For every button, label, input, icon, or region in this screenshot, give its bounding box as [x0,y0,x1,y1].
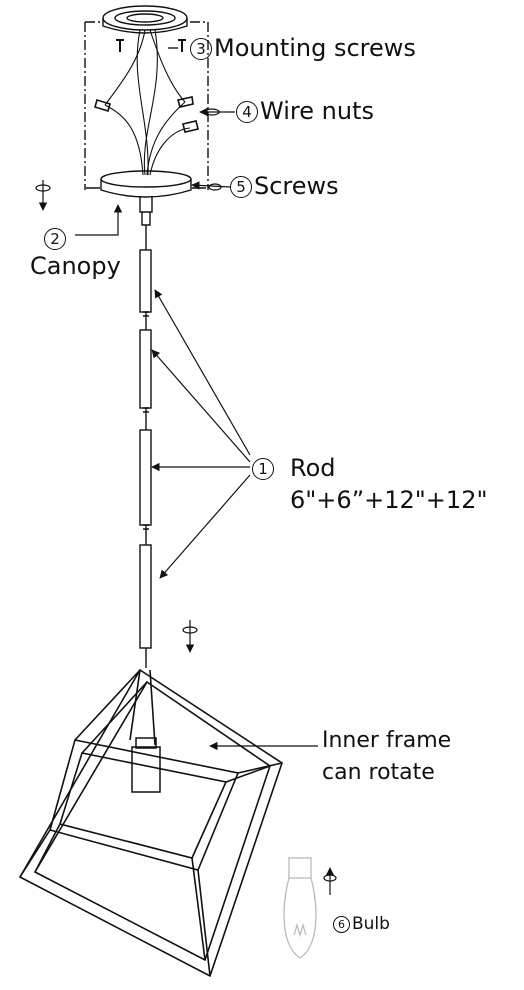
rotate-arrow-icon [204,108,220,116]
bulb-icon [283,857,317,959]
callout-number: 6 [333,915,350,933]
label-text: Screws [254,172,339,200]
label-text: Wire nuts [260,97,374,125]
callout-number: 5 [230,176,252,198]
mounting-screws [116,39,186,52]
wires [104,29,191,176]
canopy [86,170,206,226]
label-text: Rod [290,454,336,482]
label-text: Mounting screws [214,34,416,62]
label-rod: 1 Rod [252,454,336,482]
label-rod-dimensions: 6"+6”+12"+12" [290,486,488,514]
callout-number: 4 [236,101,258,123]
label-inner-frame-line1: Inner frame [322,728,452,753]
wire-nuts [94,96,199,133]
callout-number: 1 [252,458,274,480]
callout-number: 2 [44,228,66,250]
rotate-arrow-icon [35,180,51,211]
rod-leaders [151,289,251,579]
callout-number: 3 [190,38,212,60]
label-text: Bulb [352,914,390,934]
rotate-arrow-icon [182,620,198,653]
socket [131,737,161,793]
label-canopy-number: 2 [44,224,68,252]
rotate-arrow-icon [323,867,337,895]
label-inner-frame-line2: can rotate [322,760,435,785]
cube-frame [18,668,283,978]
rod [139,225,152,668]
label-canopy: Canopy [30,252,121,280]
rotate-arrow-icon [208,183,222,191]
screws-leader [191,181,231,190]
canopy-leader [75,204,123,236]
